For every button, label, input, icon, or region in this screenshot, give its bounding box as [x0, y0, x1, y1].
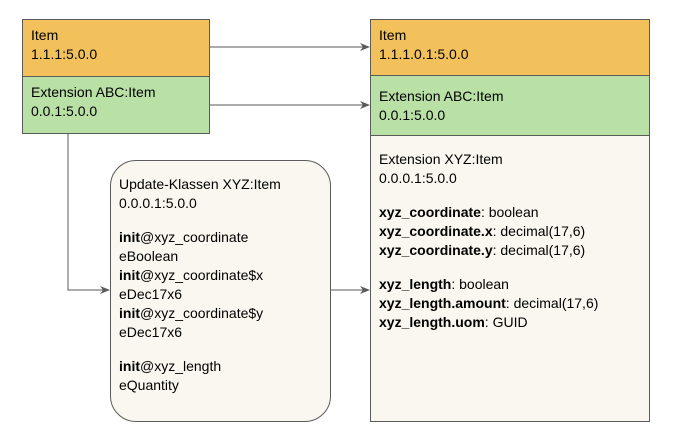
init-keyword: init	[119, 305, 140, 321]
update-entry-type: eBoolean	[119, 248, 179, 264]
right-item-version: 1.1.1.0.1:5.0.0	[379, 46, 469, 62]
extension-xyz-title: Extension XYZ:Item	[379, 151, 503, 167]
property-name: xyz_coordinate.x	[379, 223, 493, 239]
left-item-box: Item 1.1.1:5.0.0	[22, 19, 210, 77]
property-row: xyz_coordinate.x: decimal(17,6)	[379, 222, 649, 241]
property-name: xyz_length	[379, 276, 452, 292]
update-entry: init@xyz_coordinate$y	[119, 304, 330, 323]
property-name: xyz_length.uom	[379, 314, 485, 330]
connector-extension-to-update	[67, 134, 110, 294]
right-extension-abc-version: 0.0.1:5.0.0	[379, 107, 446, 123]
property-type: : GUID	[484, 314, 528, 330]
init-keyword: init	[119, 267, 140, 283]
extension-xyz-version: 0.0.0.1:5.0.0	[379, 170, 457, 186]
update-entry: init@xyz_coordinate$x	[119, 266, 330, 285]
right-extension-xyz-box: Extension XYZ:Item 0.0.0.1:5.0.0 xyz_coo…	[370, 135, 650, 422]
update-title: Update-Klassen XYZ:Item	[119, 176, 281, 192]
property-type: : decimal(17,6)	[492, 242, 586, 258]
property-row: xyz_length.uom: GUID	[379, 313, 649, 332]
update-entry-type: eDec17x6	[119, 324, 183, 340]
property-type: : boolean	[451, 276, 509, 292]
right-extension-abc-box: Extension ABC:Item 0.0.1:5.0.0	[370, 75, 650, 136]
property-name: xyz_length.amount	[379, 295, 506, 311]
property-type: : boolean	[480, 204, 539, 220]
left-extension-version: 0.0.1:5.0.0	[31, 103, 98, 119]
property-row: xyz_length: boolean	[379, 275, 649, 294]
property-row: xyz_length.amount: decimal(17,6)	[379, 294, 649, 313]
property-name: xyz_coordinate	[379, 204, 481, 220]
left-extension-title: Extension ABC:Item	[31, 84, 156, 100]
property-name: xyz_coordinate.y	[379, 242, 493, 258]
right-item-title: Item	[379, 27, 407, 43]
left-item-version: 1.1.1:5.0.0	[31, 46, 98, 62]
property-row: xyz_coordinate.y: decimal(17,6)	[379, 241, 649, 260]
update-entry-type: eQuantity	[119, 377, 179, 393]
update-entry: init@xyz_length	[119, 357, 330, 376]
left-extension-box: Extension ABC:Item 0.0.1:5.0.0	[22, 76, 210, 134]
update-entry-field: @xyz_length	[140, 358, 222, 374]
update-entry-field: @xyz_coordinate$x	[140, 267, 264, 283]
update-entry-type: eDec17x6	[119, 286, 183, 302]
property-type: : decimal(17,6)	[492, 223, 586, 239]
update-entry: init@xyz_coordinate	[119, 228, 330, 247]
update-entry-field: @xyz_coordinate	[140, 229, 249, 245]
update-klassen-box: Update-Klassen XYZ:Item 0.0.0.1:5.0.0 in…	[110, 160, 331, 422]
right-item-box: Item 1.1.1.0.1:5.0.0	[370, 19, 650, 76]
left-item-title: Item	[31, 27, 59, 43]
update-entry-field: @xyz_coordinate$y	[140, 305, 264, 321]
right-extension-abc-title: Extension ABC:Item	[379, 88, 504, 104]
init-keyword: init	[119, 358, 140, 374]
property-type: : decimal(17,6)	[505, 295, 599, 311]
init-keyword: init	[119, 229, 140, 245]
update-version: 0.0.0.1:5.0.0	[119, 195, 197, 211]
property-row: xyz_coordinate: boolean	[379, 203, 649, 222]
